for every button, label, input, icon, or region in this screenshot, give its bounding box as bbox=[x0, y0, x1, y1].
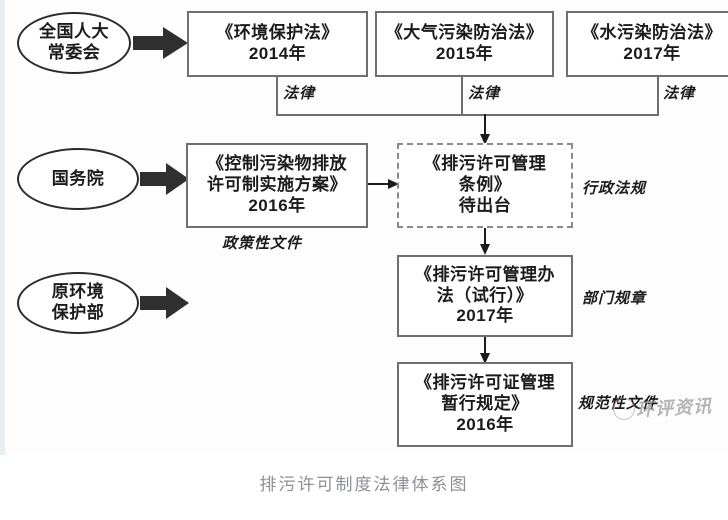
thick-right-arrow-icon-state-council bbox=[140, 163, 189, 195]
provisions-line1: 《排污许可证管理 bbox=[415, 373, 555, 393]
tag-policy-document: 政策性文件 bbox=[222, 236, 303, 252]
actor-ministry-of-environmental-protection[interactable]: 原环境 保护部 bbox=[17, 272, 139, 334]
law-year-1: 2014年 bbox=[248, 44, 307, 63]
tag-administrative-regulation: 行政法规 bbox=[582, 181, 647, 197]
regulation-line2: 条例》 bbox=[458, 175, 512, 195]
policy-line1: 《控制污染物排放 bbox=[207, 154, 347, 174]
measures-line1: 《排污许可管理办 bbox=[415, 264, 555, 284]
measures-line2: 法（试行）》 bbox=[436, 285, 534, 305]
regulation-line1: 《排污许可管理 bbox=[423, 154, 547, 174]
down-arrow-icon-bus-to-regulation bbox=[480, 114, 490, 145]
law-title-3: 《水污染防治法》 bbox=[582, 23, 722, 43]
tag-law-2: 法律 bbox=[468, 86, 501, 102]
down-arrow-icon-regulation-to-measures bbox=[480, 228, 490, 255]
measures-year: 2017年 bbox=[456, 306, 514, 326]
actor-mep-line2: 保护部 bbox=[51, 303, 105, 322]
provisions-line2: 暂行规定》 bbox=[441, 394, 529, 414]
connector-bus-laws bbox=[276, 114, 659, 116]
actor-state-council-line1: 国务院 bbox=[51, 168, 105, 188]
actor-npc-line1: 全国人大 bbox=[39, 22, 109, 42]
law-title-2: 《大气污染防治法》 bbox=[385, 23, 544, 43]
law-title-1: 《环境保护法》 bbox=[216, 23, 339, 43]
doc-box-policy-plan[interactable]: 《控制污染物排放 许可制实施方案》 2016年 bbox=[186, 143, 368, 228]
connector-leg-law-3 bbox=[657, 77, 659, 116]
watermark-logo-icon bbox=[613, 398, 635, 420]
actor-npc-line2: 常委会 bbox=[47, 43, 101, 62]
thick-right-arrow-icon-mep bbox=[140, 287, 189, 319]
law-year-3: 2017年 bbox=[623, 44, 681, 63]
right-arrow-icon-policy-to-regulation bbox=[368, 179, 399, 189]
regulation-status: 待出台 bbox=[458, 195, 512, 215]
connector-leg-law-1 bbox=[276, 77, 278, 116]
tag-departmental-rule: 部门规章 bbox=[582, 291, 647, 307]
down-arrow-icon-measures-to-provisions bbox=[480, 337, 490, 364]
actor-state-council[interactable]: 国务院 bbox=[17, 148, 139, 210]
policy-year: 2016年 bbox=[248, 195, 306, 215]
connector-leg-law-2 bbox=[461, 77, 463, 116]
tag-law-1: 法律 bbox=[283, 86, 316, 102]
actor-npc-standing-committee[interactable]: 全国人大 常委会 bbox=[17, 12, 131, 74]
actor-mep-line1: 原环境 bbox=[51, 282, 105, 302]
figure-caption: 排污许可制度法律体系图 bbox=[259, 475, 469, 494]
tag-law-3: 法律 bbox=[663, 86, 696, 102]
law-box-water-pollution[interactable]: 《水污染防治法》 2017年 bbox=[566, 11, 728, 77]
thick-right-arrow-icon-npc bbox=[133, 27, 188, 59]
policy-line2: 许可制实施方案》 bbox=[207, 175, 347, 195]
law-box-air-pollution[interactable]: 《大气污染防治法》 2015年 bbox=[375, 11, 554, 77]
doc-box-departmental-measures[interactable]: 《排污许可管理办 法（试行）》 2017年 bbox=[397, 255, 573, 337]
watermark-text: 环评资讯 bbox=[635, 396, 713, 420]
law-year-2: 2015年 bbox=[435, 44, 494, 63]
law-box-environment-protection[interactable]: 《环境保护法》 2014年 bbox=[187, 11, 368, 77]
provisions-year: 2016年 bbox=[456, 414, 514, 434]
doc-box-regulation-pending[interactable]: 《排污许可管理 条例》 待出台 bbox=[397, 143, 573, 228]
doc-box-interim-provisions[interactable]: 《排污许可证管理 暂行规定》 2016年 bbox=[397, 362, 573, 447]
